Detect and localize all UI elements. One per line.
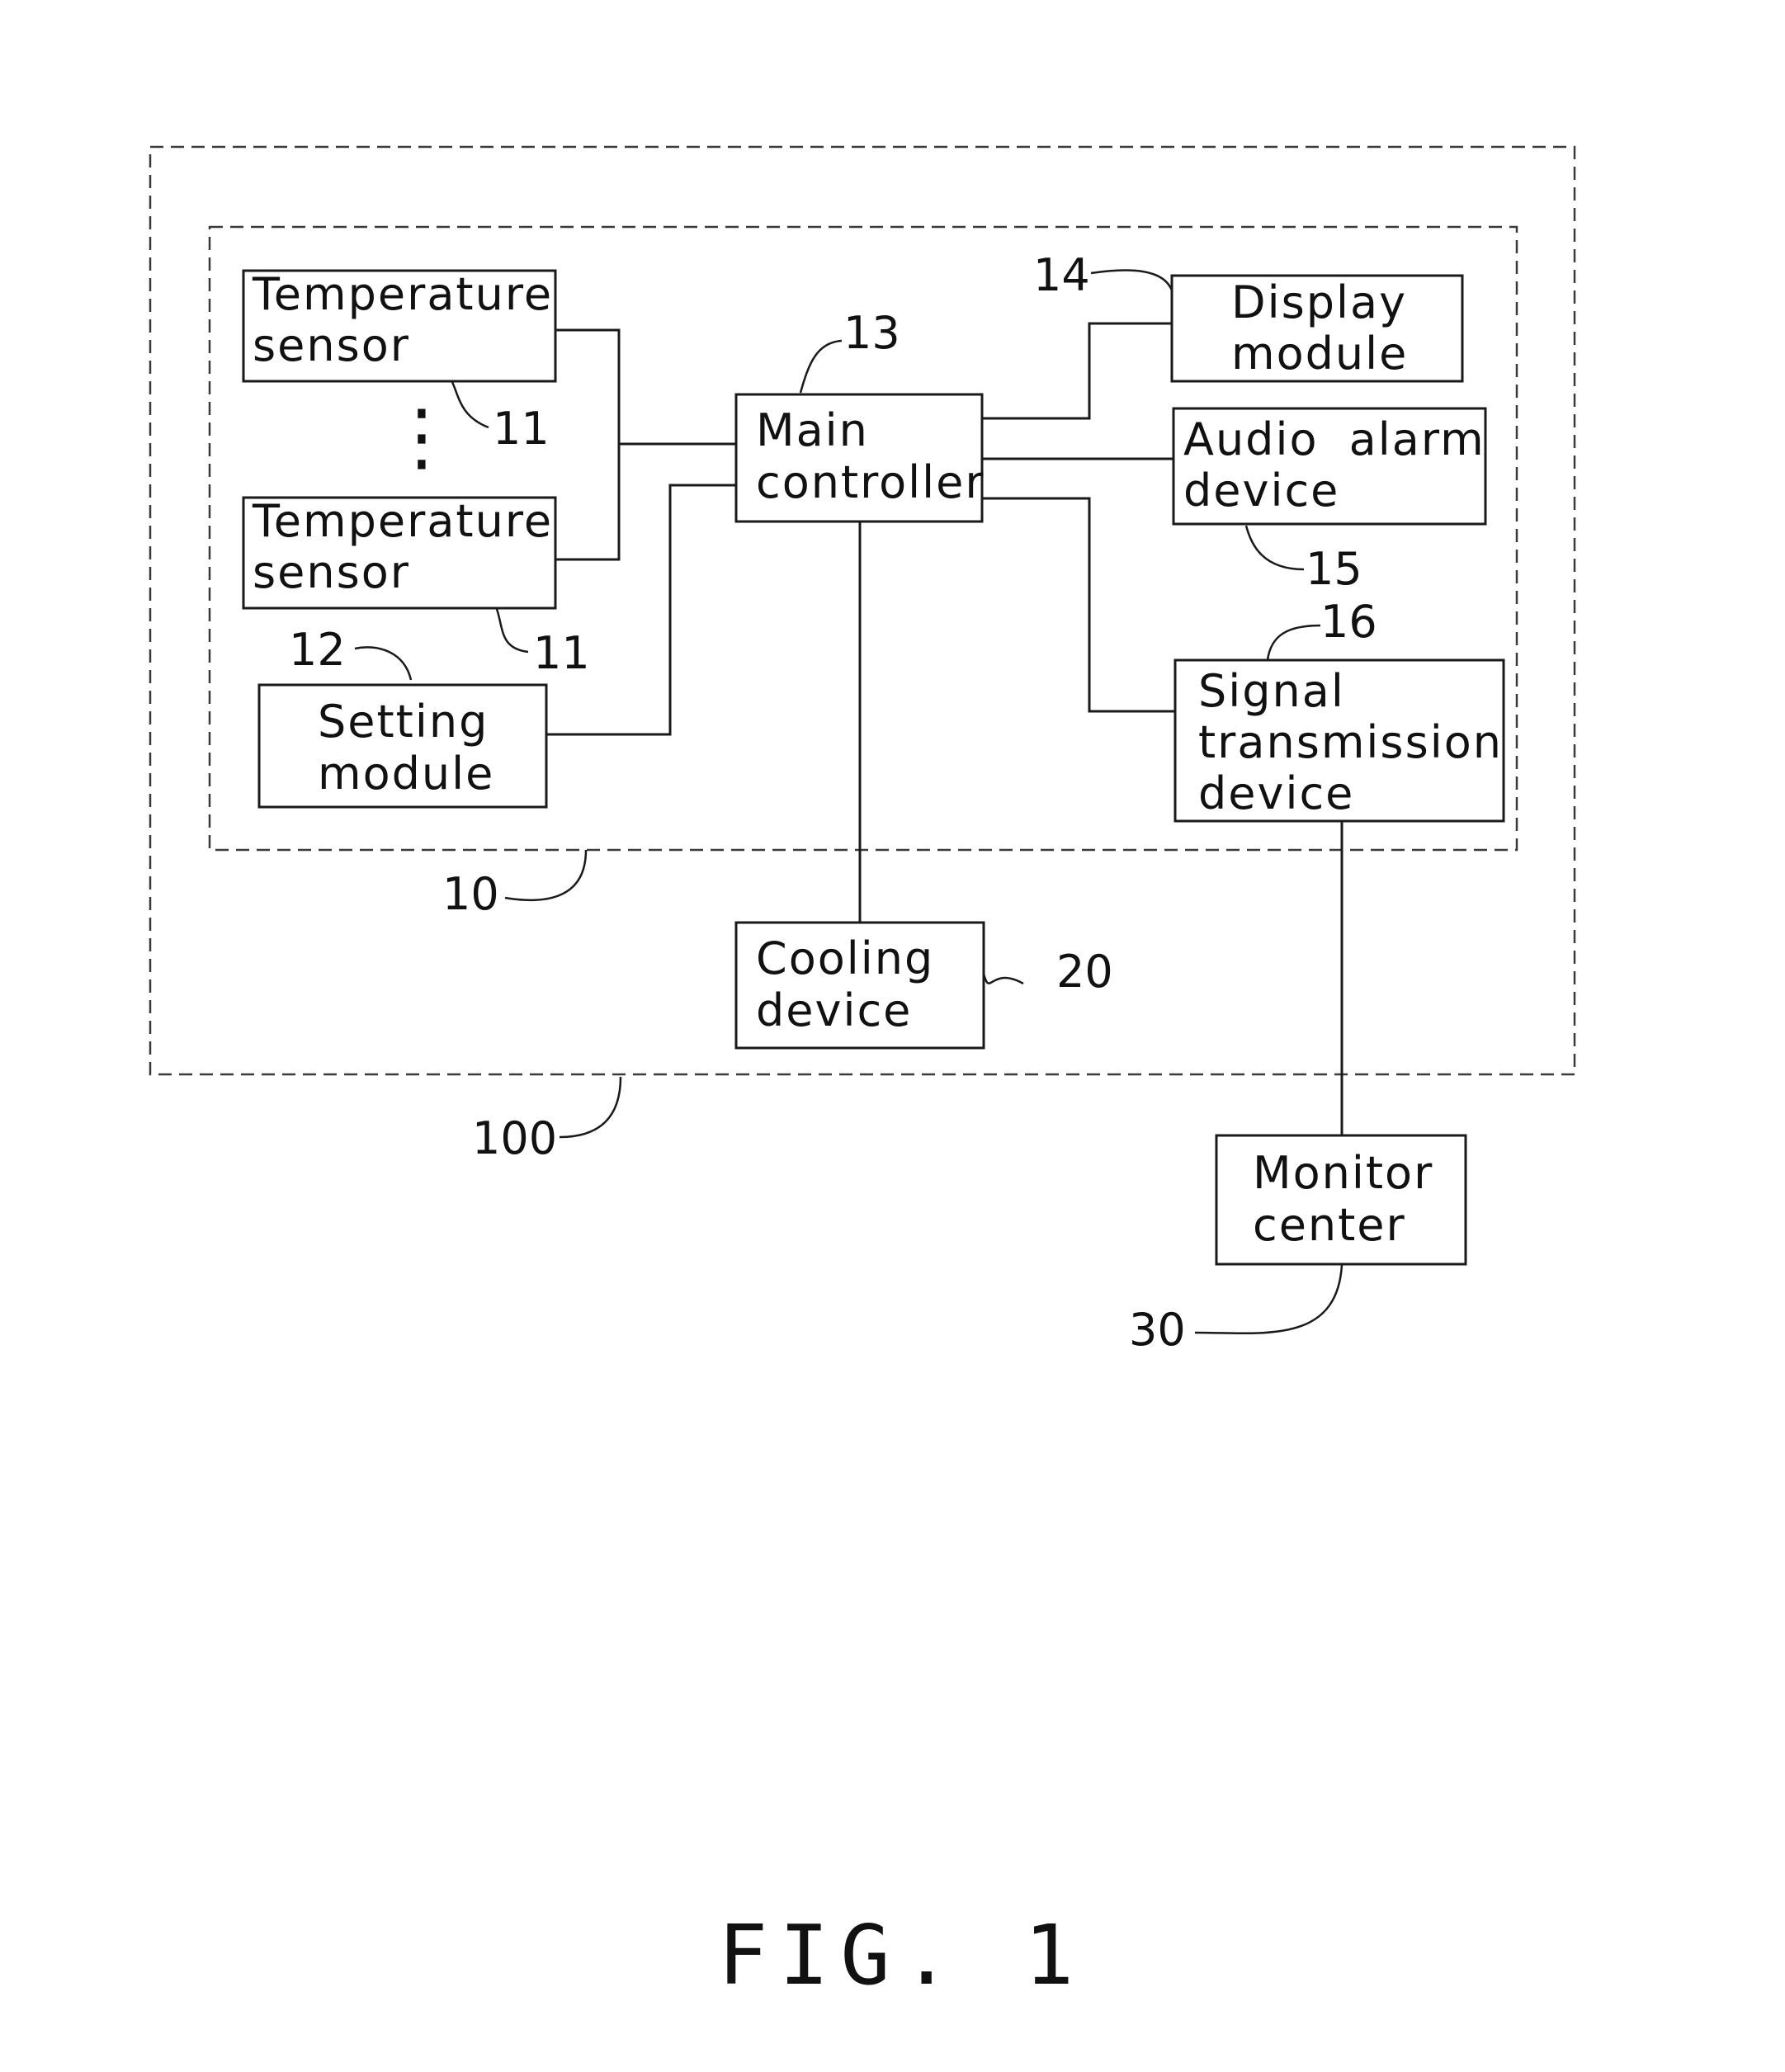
temperature-sensor-2-line-1: Temperature bbox=[252, 495, 553, 547]
ellipsis-more-sensors: ⋮ bbox=[385, 394, 459, 480]
audio-alarm-line-1: Audio alarm bbox=[1183, 413, 1485, 465]
ref-audio-alarm-device: 15 bbox=[1306, 543, 1362, 595]
setting-module-line-1: Setting bbox=[318, 696, 489, 748]
audio-alarm-line-2: device bbox=[1183, 465, 1339, 517]
ref-temperature-sensor-1: 11 bbox=[493, 403, 550, 455]
display-module-line-2: module bbox=[1231, 328, 1408, 380]
temperature-sensor-1-line-1: Temperature bbox=[252, 268, 553, 320]
ref-cooling-device: 20 bbox=[1056, 946, 1113, 998]
cooling-device-line-2: device bbox=[756, 984, 912, 1036]
display-module-block: Display module bbox=[1172, 276, 1462, 381]
main-controller-line-1: Main bbox=[756, 404, 869, 456]
ref-signal-transmission-device: 16 bbox=[1320, 596, 1377, 648]
figure-label: FIG. 1 bbox=[718, 1907, 1085, 2004]
ref-setting-module: 12 bbox=[289, 624, 346, 676]
audio-alarm-device-block: Audio alarm device bbox=[1173, 408, 1485, 524]
signal-transmission-line-1: Signal bbox=[1198, 665, 1345, 717]
ref-outer-system: 100 bbox=[472, 1112, 557, 1164]
ref-display-module: 14 bbox=[1033, 249, 1090, 301]
temperature-sensor-block-1: Temperature sensor bbox=[243, 268, 555, 381]
ref-temperature-sensor-2: 11 bbox=[533, 627, 590, 679]
monitor-center-block: Monitor center bbox=[1216, 1135, 1466, 1264]
setting-module-line-2: module bbox=[318, 748, 494, 800]
signal-transmission-line-3: device bbox=[1198, 767, 1354, 819]
display-module-line-1: Display bbox=[1231, 276, 1407, 328]
monitor-center-line-2: center bbox=[1253, 1199, 1406, 1251]
setting-module-block: Setting module bbox=[259, 685, 546, 807]
ref-inner-system: 10 bbox=[442, 868, 499, 920]
signal-transmission-device-block: Signal transmission device bbox=[1175, 660, 1504, 821]
main-controller-block: Main controller bbox=[736, 394, 985, 522]
signal-transmission-line-2: transmission bbox=[1198, 716, 1503, 768]
main-controller-line-2: controller bbox=[756, 456, 985, 508]
temperature-sensor-2-line-2: sensor bbox=[253, 546, 410, 598]
temperature-sensor-1-line-2: sensor bbox=[253, 319, 410, 371]
ref-main-controller: 13 bbox=[843, 307, 900, 359]
ref-monitor-center: 30 bbox=[1129, 1304, 1186, 1356]
cooling-device-line-1: Cooling bbox=[756, 932, 934, 984]
cooling-device-block: Cooling device bbox=[736, 923, 984, 1048]
monitor-center-line-1: Monitor bbox=[1253, 1147, 1433, 1199]
temperature-sensor-block-2: Temperature sensor bbox=[243, 495, 555, 608]
